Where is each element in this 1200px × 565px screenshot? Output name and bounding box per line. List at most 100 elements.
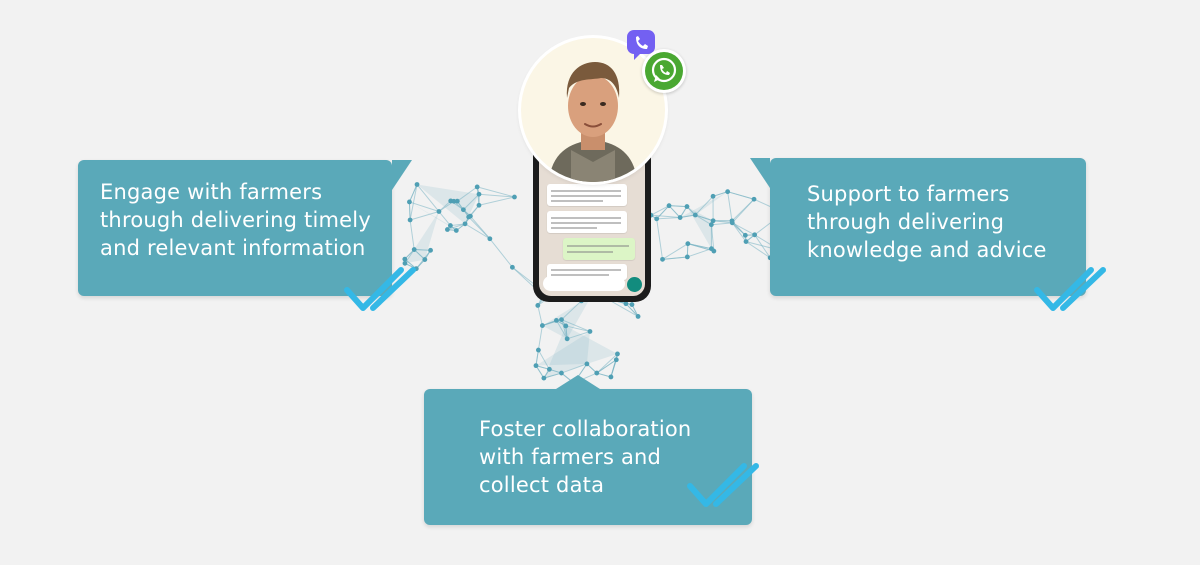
mesh-node (467, 213, 473, 219)
mesh-link (669, 205, 687, 208)
mesh-node (436, 209, 442, 214)
mesh-link (408, 201, 411, 220)
mesh-link (596, 359, 617, 374)
mesh-node (660, 256, 665, 262)
mesh-node (559, 370, 564, 376)
mesh-link (694, 195, 714, 216)
mesh-node (751, 196, 757, 202)
chat-message (547, 184, 627, 206)
mesh-link (662, 256, 688, 260)
mesh-facet (417, 184, 479, 224)
mesh-link (409, 219, 415, 250)
mesh-node (554, 318, 559, 323)
mesh-link (695, 214, 712, 226)
collaboration-text: Foster collaboration with farmers and co… (479, 417, 692, 497)
mesh-link (662, 243, 689, 260)
mesh-link (650, 205, 670, 216)
mesh-link (413, 249, 426, 260)
mesh-link (668, 205, 681, 218)
bubble-tail (556, 375, 600, 389)
mesh-node (462, 221, 468, 227)
double-check-icon (344, 267, 416, 311)
mesh-link (537, 349, 550, 370)
mesh-node (454, 198, 460, 204)
mesh-node (711, 248, 717, 254)
mesh-link (695, 214, 714, 222)
support-bubble: Support to farmers through delivering kn… (750, 158, 1086, 296)
mesh-node (742, 232, 748, 238)
mesh-node (535, 347, 541, 353)
mesh-node (546, 366, 552, 372)
mesh-node (710, 193, 716, 199)
mesh-node (407, 217, 413, 223)
mesh-link (656, 205, 670, 220)
mesh-node (684, 254, 690, 260)
person-avatar (521, 38, 665, 182)
mesh-node (587, 329, 593, 334)
mesh-node (411, 247, 417, 252)
mesh-node (509, 264, 515, 270)
mesh-link (561, 363, 588, 374)
mesh-link (731, 222, 747, 242)
mesh-node (448, 223, 453, 228)
mesh-link (745, 241, 771, 259)
mesh-node (422, 257, 428, 262)
mesh-node (428, 247, 433, 253)
double-check-icon (1034, 267, 1106, 311)
mesh-link (404, 249, 415, 264)
mesh-node (635, 314, 641, 319)
mesh-node (708, 222, 714, 228)
mesh-link (712, 191, 728, 197)
chat-message (563, 238, 635, 260)
mesh-node (559, 317, 564, 323)
mesh-link (680, 214, 696, 219)
mesh-facet (409, 201, 457, 231)
mesh-node (453, 228, 459, 233)
mic-icon (627, 277, 642, 292)
mesh-node (615, 351, 620, 357)
mesh-node (623, 301, 629, 307)
mesh-link (416, 184, 440, 212)
mesh-link (463, 193, 480, 211)
mesh-link (656, 218, 664, 260)
mesh-node (563, 323, 569, 329)
mesh-node (654, 216, 660, 222)
mesh-facet (543, 325, 618, 379)
mesh-link (656, 217, 681, 220)
mesh-node (402, 256, 408, 262)
mesh-link (409, 201, 440, 212)
engage-text: Engage with farmers through delivering t… (100, 180, 371, 260)
mesh-link (555, 320, 568, 340)
mesh-node (752, 232, 758, 238)
mesh-link (457, 186, 478, 202)
mesh-link (409, 184, 418, 221)
mesh-node (584, 361, 590, 367)
mesh-link (713, 220, 733, 224)
mesh-node (460, 207, 466, 213)
mesh-link (489, 238, 513, 268)
mesh-node (474, 184, 480, 190)
mesh-link (731, 198, 755, 224)
mesh-link (650, 214, 681, 219)
mesh-link (478, 193, 515, 198)
mesh-node (743, 239, 749, 245)
mesh-node (684, 204, 690, 209)
mesh-node (487, 236, 493, 242)
mesh-node (613, 357, 619, 363)
mesh-node (476, 191, 482, 197)
mesh-node (533, 363, 539, 369)
mesh-node (666, 203, 672, 209)
mesh-link (409, 211, 440, 221)
mesh-node (451, 198, 457, 204)
mesh-link (438, 211, 451, 226)
chat-message (547, 211, 627, 233)
engage-bubble: Engage with farmers through delivering t… (78, 160, 412, 296)
bubble-tail (750, 158, 770, 188)
mesh-link (477, 186, 515, 198)
mesh-link (447, 223, 466, 231)
mesh-link (625, 303, 639, 317)
mesh-link (537, 325, 543, 351)
mesh-node (407, 199, 412, 205)
mesh-link (535, 349, 539, 366)
mesh-link (414, 249, 431, 251)
